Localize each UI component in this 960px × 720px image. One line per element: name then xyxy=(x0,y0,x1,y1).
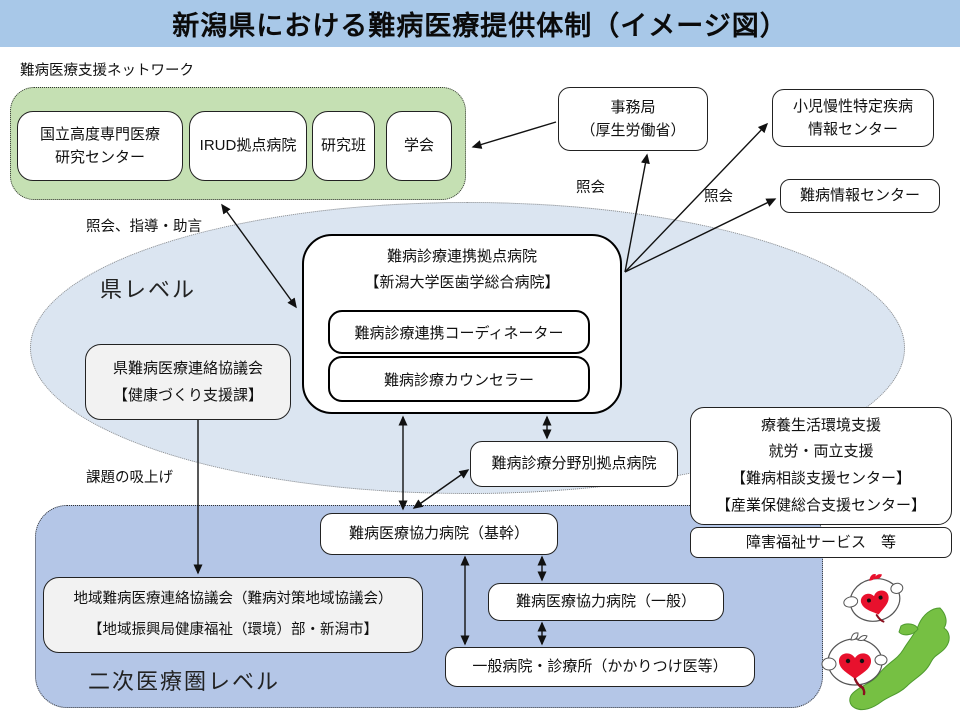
arrow-secretariat-network xyxy=(471,121,557,149)
regional-council-box: 地域難病医療連絡協議会（難病対策地域協議会） 【地域振興局健康福祉（環境）部・新… xyxy=(43,577,423,653)
niigata-map xyxy=(849,607,950,711)
academic-society-box: 学会 xyxy=(386,111,452,181)
pref-council-box: 県難病医療連絡協議会 【健康づくり支援課】 xyxy=(85,344,291,420)
coop-hospital-general-box: 難病医療協力病院（一般） xyxy=(488,583,724,621)
coop-hospital-core-box: 難病医療協力病院（基幹） xyxy=(320,513,558,555)
child-chronic-center-box: 小児慢性特定疾病 情報センター xyxy=(772,89,934,147)
toki-bird-top xyxy=(843,573,904,623)
life-support-box: 療養生活環境支援 就労・両立支援 【難病相談支援センター】 【産業保健総合支援セ… xyxy=(690,407,952,525)
nanbyo-info-center-box: 難病情報センター xyxy=(780,179,940,213)
page-title: 新潟県における難病医療提供体制（イメージ図） xyxy=(0,0,960,47)
issue-collection-label: 課題の吸上げ xyxy=(86,470,173,486)
counselor-box: 難病診療カウンセラー xyxy=(328,356,590,402)
network-label: 難病医療支援ネットワーク xyxy=(20,63,194,79)
secondary-level-label: 二次医療圏レベル xyxy=(88,669,281,694)
national-center-box: 国立高度専門医療 研究センター xyxy=(17,111,183,181)
inquiry-label-left: 照会 xyxy=(576,180,605,196)
secretariat-box: 事務局 （厚生労働省） xyxy=(558,87,708,151)
sado-island xyxy=(898,623,919,636)
pref-level-label: 県レベル xyxy=(100,277,197,302)
irud-hub-box: IRUD拠点病院 xyxy=(189,111,307,181)
hub-hospital-box: 難病診療連携拠点病院 【新潟大学医歯学総合病院】 難病診療連携コーディネーター … xyxy=(302,234,622,414)
coordinator-box: 難病診療連携コーディネーター xyxy=(328,310,590,354)
inquiry-guidance-label: 照会、指導・助言 xyxy=(86,219,202,235)
inquiry-label-right: 照会 xyxy=(704,189,733,205)
hub-hospital-title: 難病診療連携拠点病院 【新潟大学医歯学総合病院】 xyxy=(364,248,560,292)
disability-welfare-box: 障害福祉サービス 等 xyxy=(690,527,952,558)
field-hub-hospital-box: 難病診療分野別拠点病院 xyxy=(470,441,678,487)
toki-bird-bottom xyxy=(821,632,888,696)
research-group-box: 研究班 xyxy=(312,111,375,181)
niigata-mascot xyxy=(821,573,950,711)
general-hospital-box: 一般病院・診療所（かかりつけ医等） xyxy=(445,647,755,687)
